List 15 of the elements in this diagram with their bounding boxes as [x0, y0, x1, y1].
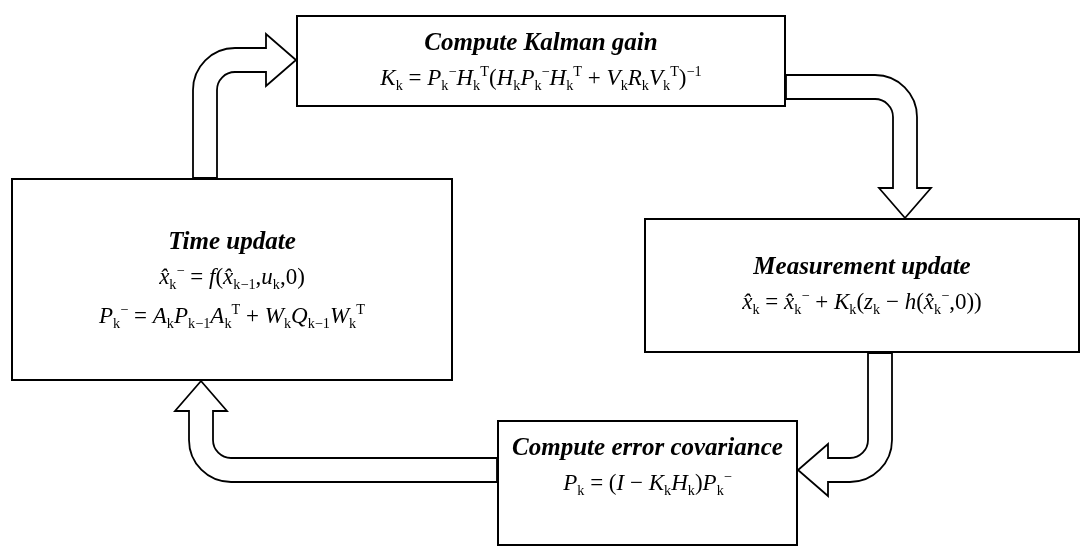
formula: x̂$_{k}$ = x̂$_{k}$$^{−}$ + K$_{k}$(z$_{k}$ − h(x̂$_{k}$$^{−}$,0)): [742, 287, 982, 320]
block-arrow: [192, 33, 297, 179]
process-box: [497, 420, 798, 546]
process-box: [11, 178, 453, 381]
block-arrow: [174, 380, 498, 483]
box-title: Compute Kalman gain: [424, 26, 658, 57]
block-arrow: [785, 74, 932, 219]
process-box: [644, 218, 1080, 353]
box-title: Compute error covariance: [512, 432, 783, 462]
block-arrow: [797, 352, 893, 497]
box-title: Time update: [168, 226, 296, 257]
box-title: Measurement update: [753, 251, 971, 282]
process-box: [296, 15, 786, 107]
formula: x̂$_{k}$$^{−}$ = f(x̂$_{k−1}$,u$_{k}$,0): [159, 262, 305, 295]
formula: K$_{k}$ = P$_{k}$$^{−}$H$_{k}$$^{T}$(H$_{k}$P$_{k}$$^{−}$H$_{k}$$^{T}$ + V$_{k}$R$_{k}$V$_{k}$$^{T}$)$^{−1}$: [380, 62, 702, 96]
